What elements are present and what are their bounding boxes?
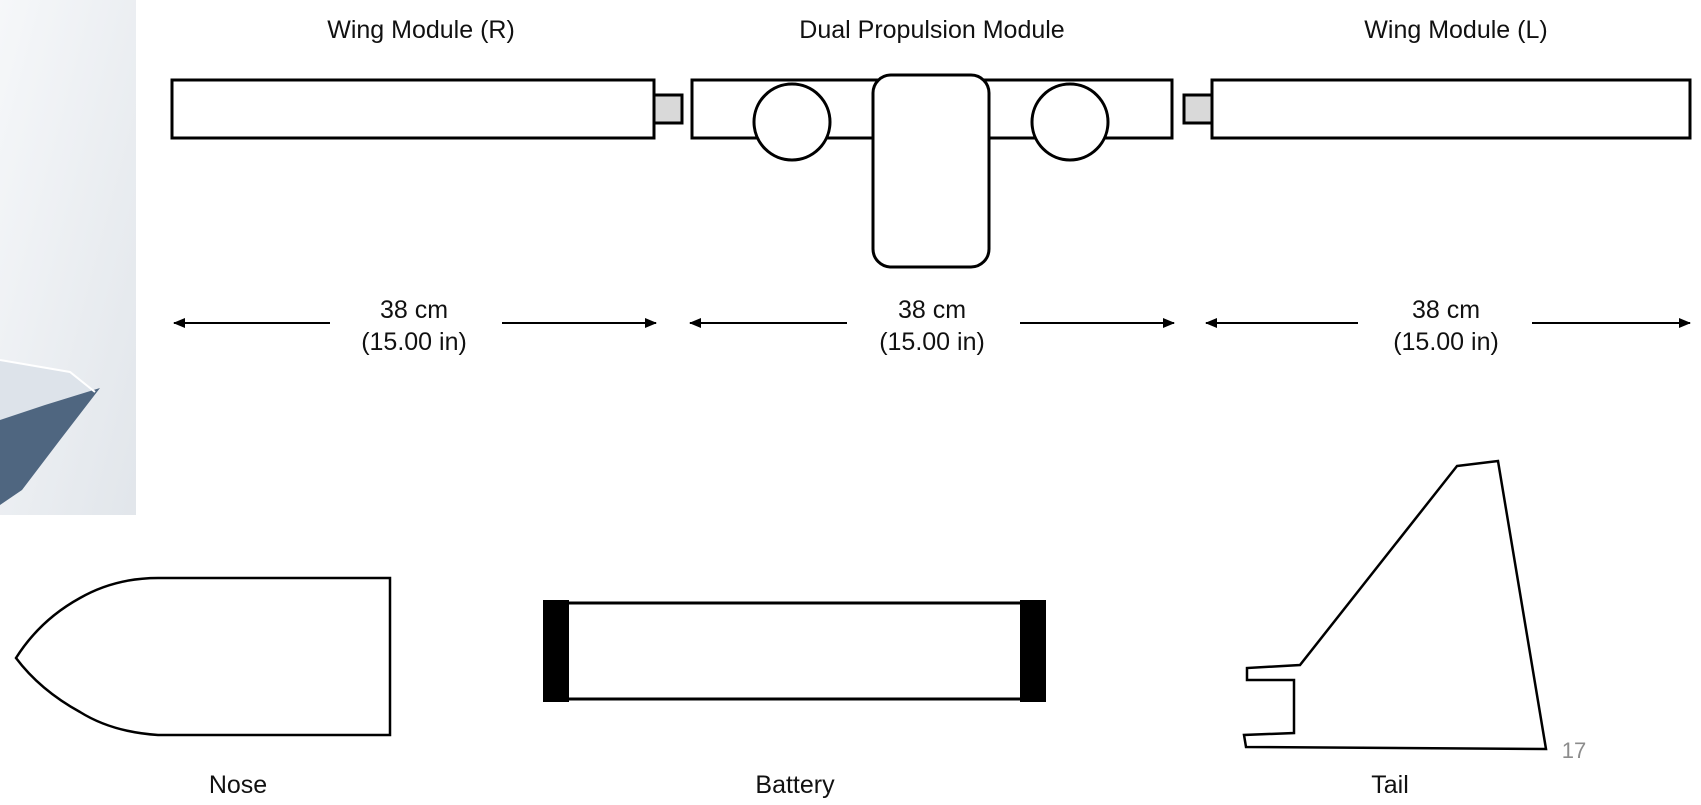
wing-module-left-label: Wing Module (L) (1364, 16, 1547, 44)
nose-shape (14, 576, 392, 737)
wing-right-connector (652, 93, 684, 125)
wing-module-right-label: Wing Module (R) (327, 16, 515, 44)
dimension-1-imperial: (15.00 in) (361, 328, 467, 356)
battery-body (543, 601, 1024, 701)
tail-label: Tail (1371, 771, 1409, 799)
wing-left-body (1210, 78, 1692, 140)
battery-cap-right (1020, 600, 1046, 702)
battery-cap-left (543, 600, 569, 702)
wing-right-body (170, 78, 656, 140)
dimension-arrow-1: 38 cm (15.00 in) (173, 296, 657, 356)
propeller-right (1030, 82, 1110, 162)
dual-propulsion-module-label: Dual Propulsion Module (799, 16, 1064, 44)
dimension-2-metric: 38 cm (898, 296, 966, 324)
dimension-2-imperial: (15.00 in) (879, 328, 985, 356)
wing-module-right (170, 78, 684, 140)
battery-label: Battery (755, 771, 835, 799)
battery-shape (543, 600, 1046, 702)
dimension-arrow-2: 38 cm (15.00 in) (689, 296, 1175, 356)
wing-left-connector (1182, 93, 1214, 125)
dual-propulsion-module (690, 73, 1174, 269)
dimension-3-imperial: (15.00 in) (1393, 328, 1499, 356)
wing-module-left (1182, 78, 1692, 140)
propulsion-center-pod (871, 73, 991, 269)
page-number: 17 (1562, 738, 1586, 763)
photo-fragment (0, 0, 136, 515)
dimension-3-metric: 38 cm (1412, 296, 1480, 324)
nose-label: Nose (209, 771, 267, 799)
tail-shape (1242, 459, 1548, 751)
dimension-1-metric: 38 cm (380, 296, 448, 324)
dimension-arrow-3: 38 cm (15.00 in) (1205, 296, 1691, 356)
propeller-left (752, 82, 832, 162)
